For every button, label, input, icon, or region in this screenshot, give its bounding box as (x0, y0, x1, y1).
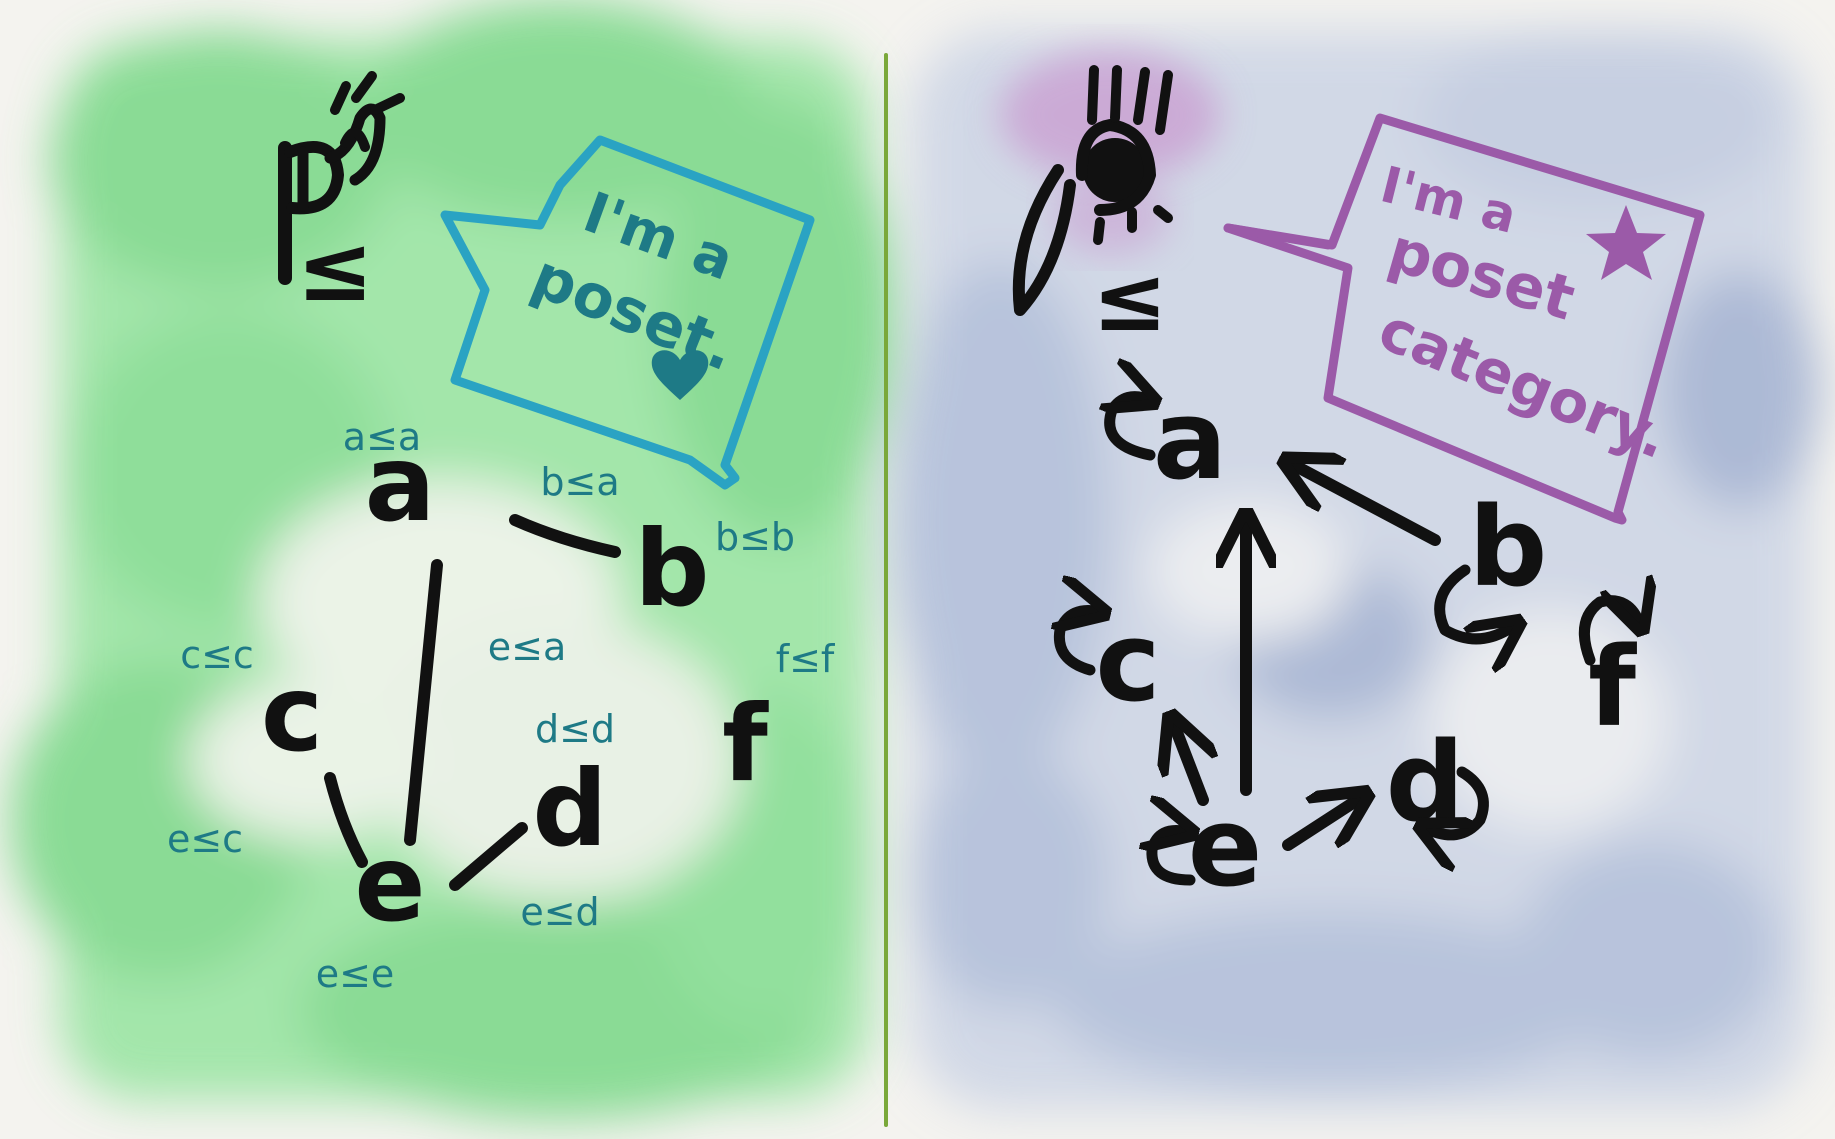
identity-loop-d (1425, 766, 1489, 835)
node-b: b (1469, 483, 1548, 611)
relation-e-leq-e: e≤e (316, 952, 395, 996)
heart-icon (651, 350, 709, 400)
node-f: f (1588, 623, 1637, 751)
node-a: a (1153, 376, 1227, 504)
relation-d-leq-d: d≤d (535, 707, 615, 751)
relation-c-leq-c: c≤c (180, 633, 254, 677)
node-e: e (1188, 783, 1263, 911)
left-relation-labels: a≤a b≤a b≤b c≤c e≤a f≤f d≤d e≤c e≤d e≤e (167, 415, 836, 996)
arrow-e-to-d (1282, 797, 1362, 851)
right-blue-wash (890, 30, 1820, 1110)
leq-symbol: ≤ (296, 215, 373, 322)
edge-c-e (324, 772, 368, 868)
identity-loop-b (1434, 564, 1515, 639)
relation-f-leq-f: f≤f (776, 637, 836, 681)
node-f: f (722, 683, 769, 805)
star-icon (1586, 205, 1666, 280)
relation-a-leq-a: a≤a (343, 415, 421, 459)
relation-e-leq-d: e≤d (520, 890, 599, 934)
arrow-e-to-c (1173, 722, 1203, 806)
bubble-tail-line (1223, 223, 1333, 250)
identity-loop-a (1110, 397, 1150, 461)
speech-bubble (440, 135, 815, 490)
right-morphisms (1173, 463, 1441, 851)
node-b: b (634, 508, 709, 630)
category-p-with-eye-icon (1012, 65, 1173, 316)
identity-loop-f (1578, 601, 1640, 666)
left-edges (324, 514, 621, 891)
identity-loop-c (1059, 610, 1100, 676)
speech-bubble (1223, 113, 1705, 525)
node-a: a (365, 423, 436, 545)
edge-a-e (404, 559, 443, 846)
relation-b-leq-b: b≤b (715, 515, 795, 559)
relation-b-leq-a: b≤a (540, 460, 619, 504)
relation-e-leq-c: e≤c (167, 817, 243, 861)
node-e: e (354, 823, 425, 945)
node-c: c (261, 653, 323, 775)
edge-e-d (449, 822, 528, 891)
identity-loop-e (1152, 830, 1190, 886)
node-d: d (532, 748, 607, 870)
left-nodes: a b c d e f (261, 423, 769, 945)
relation-e-leq-a: e≤a (488, 625, 567, 669)
poset-p-with-eye-icon (278, 71, 405, 285)
leq-symbol: ≤ (1092, 247, 1167, 352)
edge-a-b (509, 514, 621, 558)
arrow-b-to-a (1290, 463, 1441, 546)
identity-loops (1059, 397, 1640, 886)
left-green-wash (10, 0, 900, 1120)
node-c: c (1095, 598, 1160, 726)
